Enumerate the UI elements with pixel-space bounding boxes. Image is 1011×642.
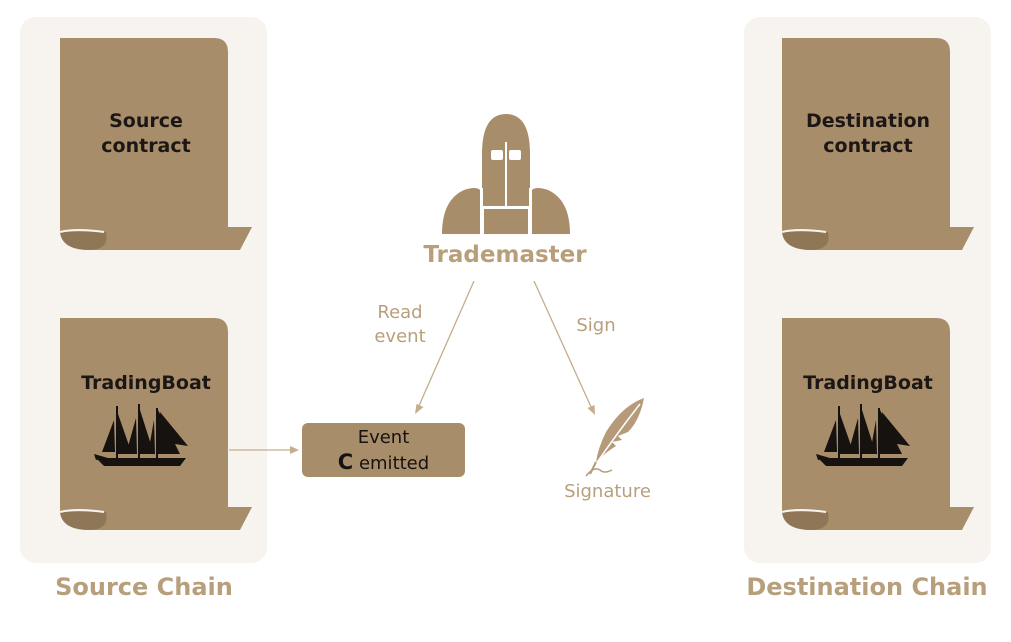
- trademaster-label: Trademaster: [423, 242, 587, 268]
- sign-label: Sign: [576, 315, 616, 336]
- signature-label: Signature: [564, 481, 651, 502]
- source-contract-title-line2: contract: [101, 135, 191, 157]
- source-tradingboat-scroll: TradingBoat: [56, 316, 256, 534]
- read-event-line1: Read: [377, 302, 423, 323]
- event-title: Event: [357, 427, 410, 448]
- source-contract-scroll: Source contract: [56, 36, 256, 254]
- event-prefix: C: [337, 450, 354, 474]
- source-tradingboat-title: TradingBoat: [81, 372, 211, 394]
- read-event-line2: event: [374, 326, 426, 347]
- destination-tradingboat-title: TradingBoat: [803, 372, 933, 394]
- ship-icon: [816, 404, 910, 466]
- destination-contract-title-line1: Destination: [805, 110, 931, 132]
- destination-chain-label: Destination Chain: [746, 573, 988, 601]
- knight-helmet-icon: [442, 114, 570, 234]
- event-emitted-box: Event C emitted: [302, 423, 465, 477]
- ship-icon: [94, 404, 188, 466]
- source-contract-title-line1: Source: [109, 110, 183, 132]
- read-event-label: Read event: [360, 301, 440, 349]
- destination-tradingboat-scroll: TradingBoat: [778, 316, 978, 534]
- source-chain-label: Source Chain: [55, 573, 233, 601]
- event-status: emitted: [358, 453, 430, 474]
- quill-icon: [585, 398, 644, 477]
- destination-contract-title-line2: contract: [823, 135, 913, 157]
- destination-contract-scroll: Destination contract: [778, 36, 978, 254]
